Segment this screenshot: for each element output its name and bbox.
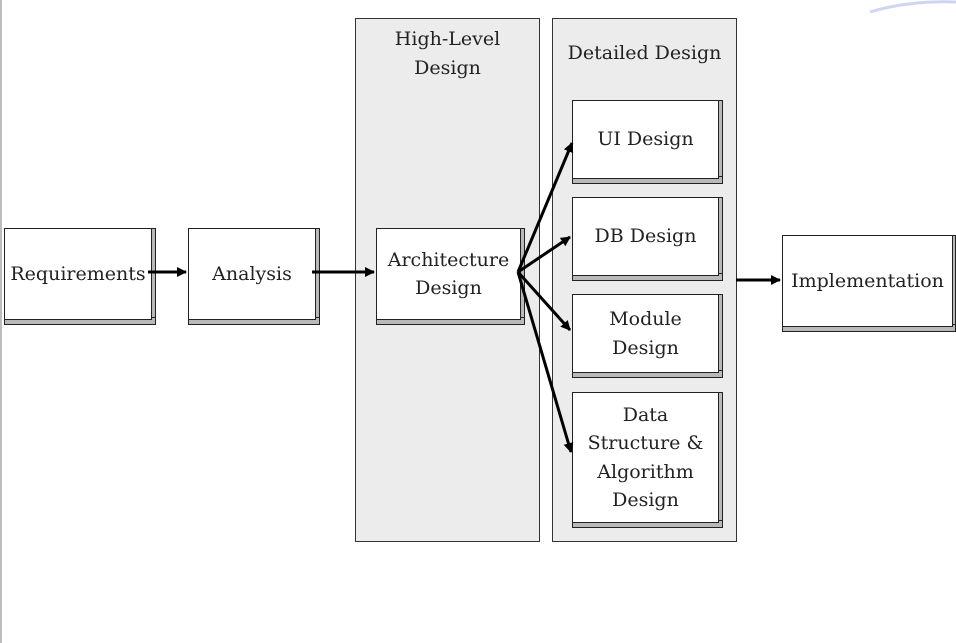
module-design-box: Module Design (572, 294, 719, 373)
corner-decoration (869, 0, 956, 14)
arrow-architecture-to-data-structure (516, 271, 574, 453)
arrow-architecture-to-module (516, 270, 572, 332)
architecture-design-box: Architecture Design (376, 228, 521, 320)
ui-design-box: UI Design (572, 100, 719, 179)
requirements-box: Requirements (4, 228, 152, 320)
db-design-box: DB Design (572, 197, 719, 276)
data-structure-algorithm-box: Data Structure & Algorithm Design (572, 392, 719, 523)
analysis-box: Analysis (188, 228, 316, 320)
detailed-design-title: Detailed Design (567, 42, 722, 64)
window-left-border (0, 0, 2, 643)
high-level-design-title: High-Level Design (394, 28, 501, 79)
arrow-architecture-to-db (517, 235, 571, 274)
arrow-architecture-to-ui (516, 142, 574, 273)
implementation-box: Implementation (782, 235, 953, 327)
